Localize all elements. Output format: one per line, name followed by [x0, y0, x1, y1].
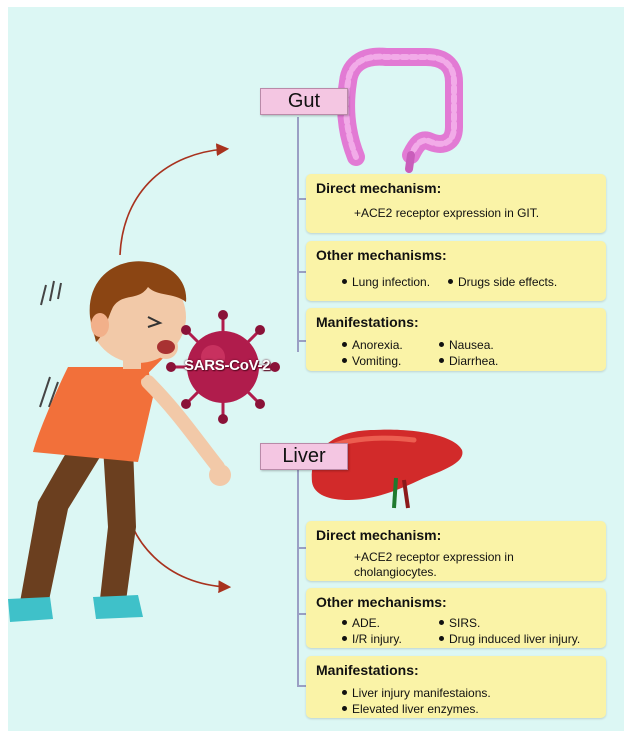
list-item: ADE. [342, 616, 380, 630]
coughing-boy-icon [8, 247, 248, 647]
liver-connector-direct [297, 547, 306, 549]
card-title: Manifestations: [316, 314, 419, 330]
list-item-text: Drugs side effects. [458, 275, 557, 289]
list-item: Diarrhea. [439, 354, 498, 368]
list-item: Lung infection. [342, 275, 430, 289]
gut-direct-mechanism-card: Direct mechanism: +ACE2 receptor express… [306, 174, 606, 233]
list-item-text: I/R injury. [352, 632, 402, 646]
bullet-icon [448, 279, 453, 284]
card-text: +ACE2 receptor expression in GIT. [354, 206, 539, 220]
liver-direct-mechanism-card: Direct mechanism: +ACE2 receptor express… [306, 521, 606, 581]
bullet-icon [342, 342, 347, 347]
liver-connector-vertical [297, 470, 299, 685]
gut-label: Gut [260, 88, 348, 115]
bullet-icon [439, 636, 444, 641]
bullet-icon [342, 358, 347, 363]
bullet-icon [439, 620, 444, 625]
list-item-text: Drug induced liver injury. [449, 632, 580, 646]
diagram-canvas: SARS-CoV-2 Gut Direct mechanism: +ACE2 r… [8, 7, 624, 731]
list-item-text: Nausea. [449, 338, 494, 352]
liver-label: Liver [260, 443, 348, 470]
bullet-icon [342, 620, 347, 625]
card-title: Other mechanisms: [316, 247, 447, 263]
gut-connector-other [297, 271, 306, 273]
list-item: Vomiting. [342, 354, 401, 368]
bullet-icon [342, 279, 347, 284]
liver-connector-manifest [297, 685, 306, 687]
gut-connector-manifest [297, 340, 306, 342]
bullet-icon [439, 342, 444, 347]
gut-other-mechanisms-card: Other mechanisms: Lung infection. Drugs … [306, 241, 606, 301]
list-item: Anorexia. [342, 338, 403, 352]
list-item-text: Lung infection. [352, 275, 430, 289]
liver-other-mechanisms-card: Other mechanisms: ADE. SIRS. I/R injury.… [306, 588, 606, 648]
list-item-text: Liver injury manifestaions. [352, 686, 491, 700]
bullet-icon [342, 690, 347, 695]
list-item-text: Vomiting. [352, 354, 401, 368]
liver-manifestations-card: Manifestations: Liver injury manifestaio… [306, 656, 606, 718]
gut-connector-direct [297, 198, 306, 200]
list-item: Drug induced liver injury. [439, 632, 580, 646]
card-title: Manifestations: [316, 662, 419, 678]
list-item: I/R injury. [342, 632, 402, 646]
list-item-text: Diarrhea. [449, 354, 498, 368]
card-text: cholangiocytes. [354, 565, 437, 579]
list-item: SIRS. [439, 616, 480, 630]
card-text: +ACE2 receptor expression in [354, 550, 514, 564]
card-title: Direct mechanism: [316, 180, 441, 196]
list-item: Elevated liver enzymes. [342, 702, 479, 716]
card-title: Direct mechanism: [316, 527, 441, 543]
list-item-text: ADE. [352, 616, 380, 630]
liver-connector-other [297, 613, 306, 615]
list-item: Liver injury manifestaions. [342, 686, 491, 700]
card-title: Other mechanisms: [316, 594, 447, 610]
gut-connector-vertical [297, 117, 299, 352]
gut-manifestations-card: Manifestations: Anorexia. Nausea. Vomiti… [306, 308, 606, 371]
list-item-text: SIRS. [449, 616, 480, 630]
colon-icon [326, 37, 476, 172]
virus-label: SARS-CoV-2 [184, 357, 270, 374]
bullet-icon [439, 358, 444, 363]
list-item: Nausea. [439, 338, 494, 352]
list-item: Drugs side effects. [448, 275, 557, 289]
list-item-text: Elevated liver enzymes. [352, 702, 479, 716]
list-item-text: Anorexia. [352, 338, 403, 352]
bullet-icon [342, 706, 347, 711]
bullet-icon [342, 636, 347, 641]
gut-arrow-icon [108, 135, 238, 265]
